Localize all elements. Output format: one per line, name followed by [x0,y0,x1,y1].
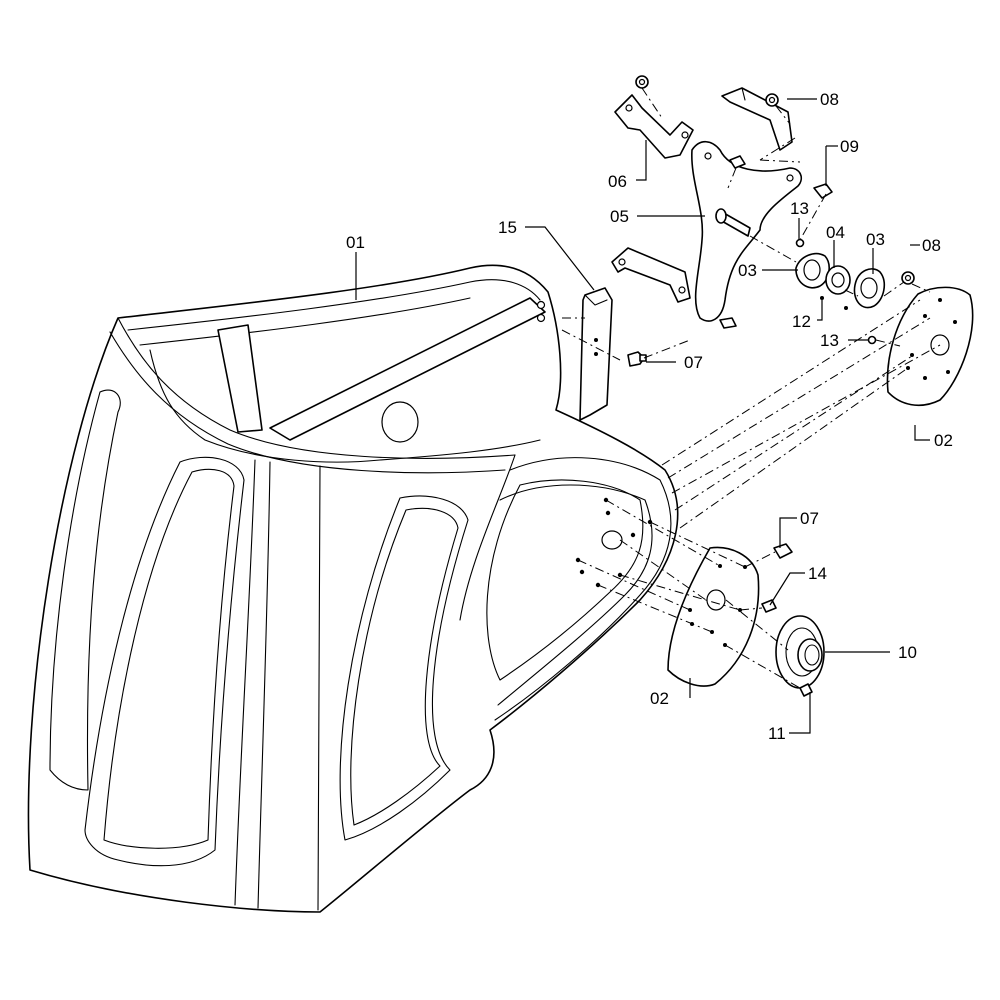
shaft [715,208,751,237]
callout-11: 11 [768,724,786,743]
cover-bracket-08 [721,87,793,151]
auger-housing [27,264,679,913]
callout-01: 01 [346,233,365,252]
nut-08-top [765,93,779,107]
bolt-12 [820,296,848,310]
side-plate-02-front [667,546,760,687]
scraper-blade [579,287,613,421]
callout-15: 15 [498,218,517,237]
nut-08-mid [901,271,915,285]
bolt-14 [761,599,777,613]
callout-02-front: 02 [650,689,669,708]
bolt-bracket-lower [719,317,737,329]
callout-14: 14 [808,564,827,583]
bolt-bracket-upper [729,155,746,169]
callout-05: 05 [610,207,629,226]
callout-06: 06 [608,172,627,191]
bolt-09 [813,183,833,199]
callout-10: 10 [898,643,917,662]
mounting-bracket-06-lower [611,247,691,303]
nut-13-lower [867,335,877,345]
callout-02-rear: 02 [934,431,953,450]
bolt-07-upper [627,351,647,367]
callout-08-top: 08 [820,90,839,109]
nut-13-upper [795,238,805,248]
leader-lines [355,98,930,734]
callout-13-upper: 13 [790,199,809,218]
bearing-flange-03-right [853,268,886,309]
callout-12: 12 [792,312,811,331]
callout-09: 09 [840,137,859,156]
side-plate-02-rear [886,286,974,407]
screw-11 [799,683,813,697]
assembly-lines [561,87,941,689]
callout-07-upper: 07 [684,353,703,372]
callout-04: 04 [826,223,845,242]
bolt-07-lower [773,543,793,559]
callout-13-lower: 13 [820,331,839,350]
callout-07-lower: 07 [800,509,819,528]
callout-labels: 01 15 06 05 07 08 09 13 04 03 08 03 12 1… [346,90,953,743]
callout-03-left: 03 [738,261,757,280]
callout-03-right: 03 [866,230,885,249]
mounting-bracket-06 [614,94,694,159]
bearing-04 [825,265,851,295]
bearing-flange-03-left [795,252,830,289]
seal-cap-10 [775,615,825,689]
nut-top-left [635,75,649,89]
callout-08-mid: 08 [922,236,941,255]
